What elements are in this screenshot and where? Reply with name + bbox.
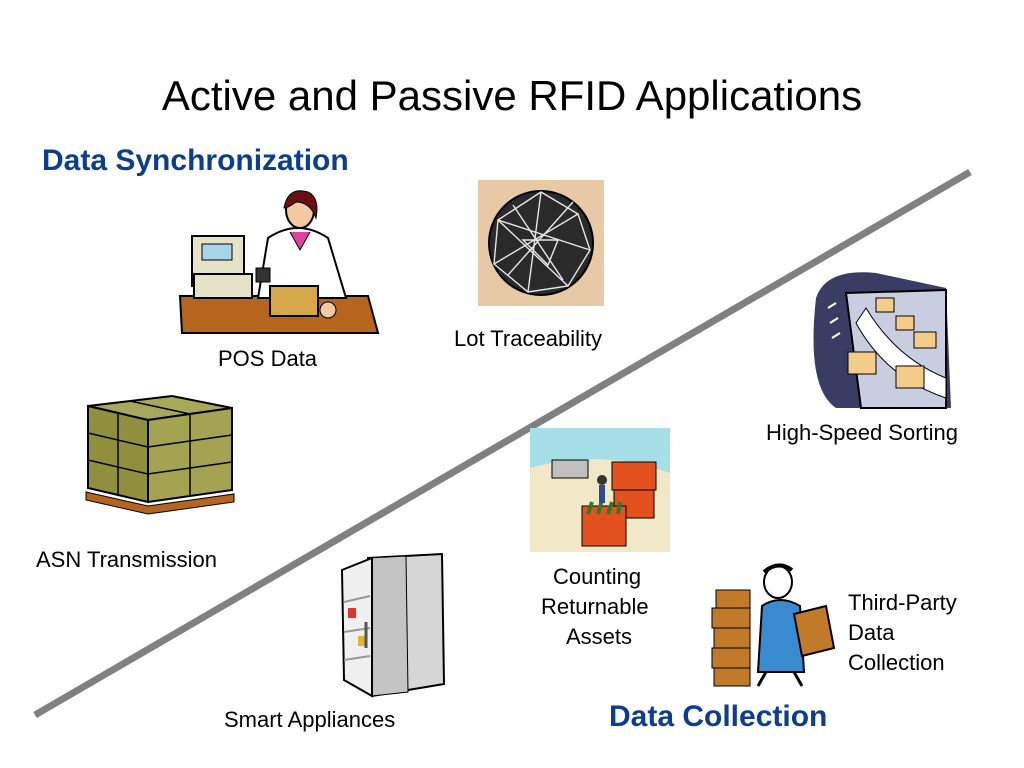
pallet-boxes-icon [85,394,235,515]
slide-title: Active and Passive RFID Applications [161,72,863,119]
caption-smart-appliances: Smart Appliances [224,707,396,732]
cashier-icon [178,190,380,334]
section-data-synchronization: Data Synchronization [42,144,349,177]
caption-counting-line2: Returnable [541,594,649,619]
worker-boxes-icon [711,563,836,687]
caption-counting-line1: Counting [553,564,642,589]
caption-third-party-line1: Third-Party [848,590,957,615]
section-data-collection: Data Collection [609,700,828,733]
globe-icon [478,180,604,306]
caption-third-party-line2: Data [848,620,895,645]
caption-pos-data: POS Data [218,346,318,371]
refrigerator-icon [340,552,446,698]
caption-third-party-line3: Collection [848,650,945,675]
caption-asn-transmission: ASN Transmission [36,547,217,572]
caption-high-speed-sorting: High-Speed Sorting [766,420,959,445]
conveyor-icon [813,272,951,409]
caption-lot-traceability: Lot Traceability [454,326,602,351]
crates-truck-icon [530,428,670,552]
caption-counting-line3: Assets [566,624,633,649]
